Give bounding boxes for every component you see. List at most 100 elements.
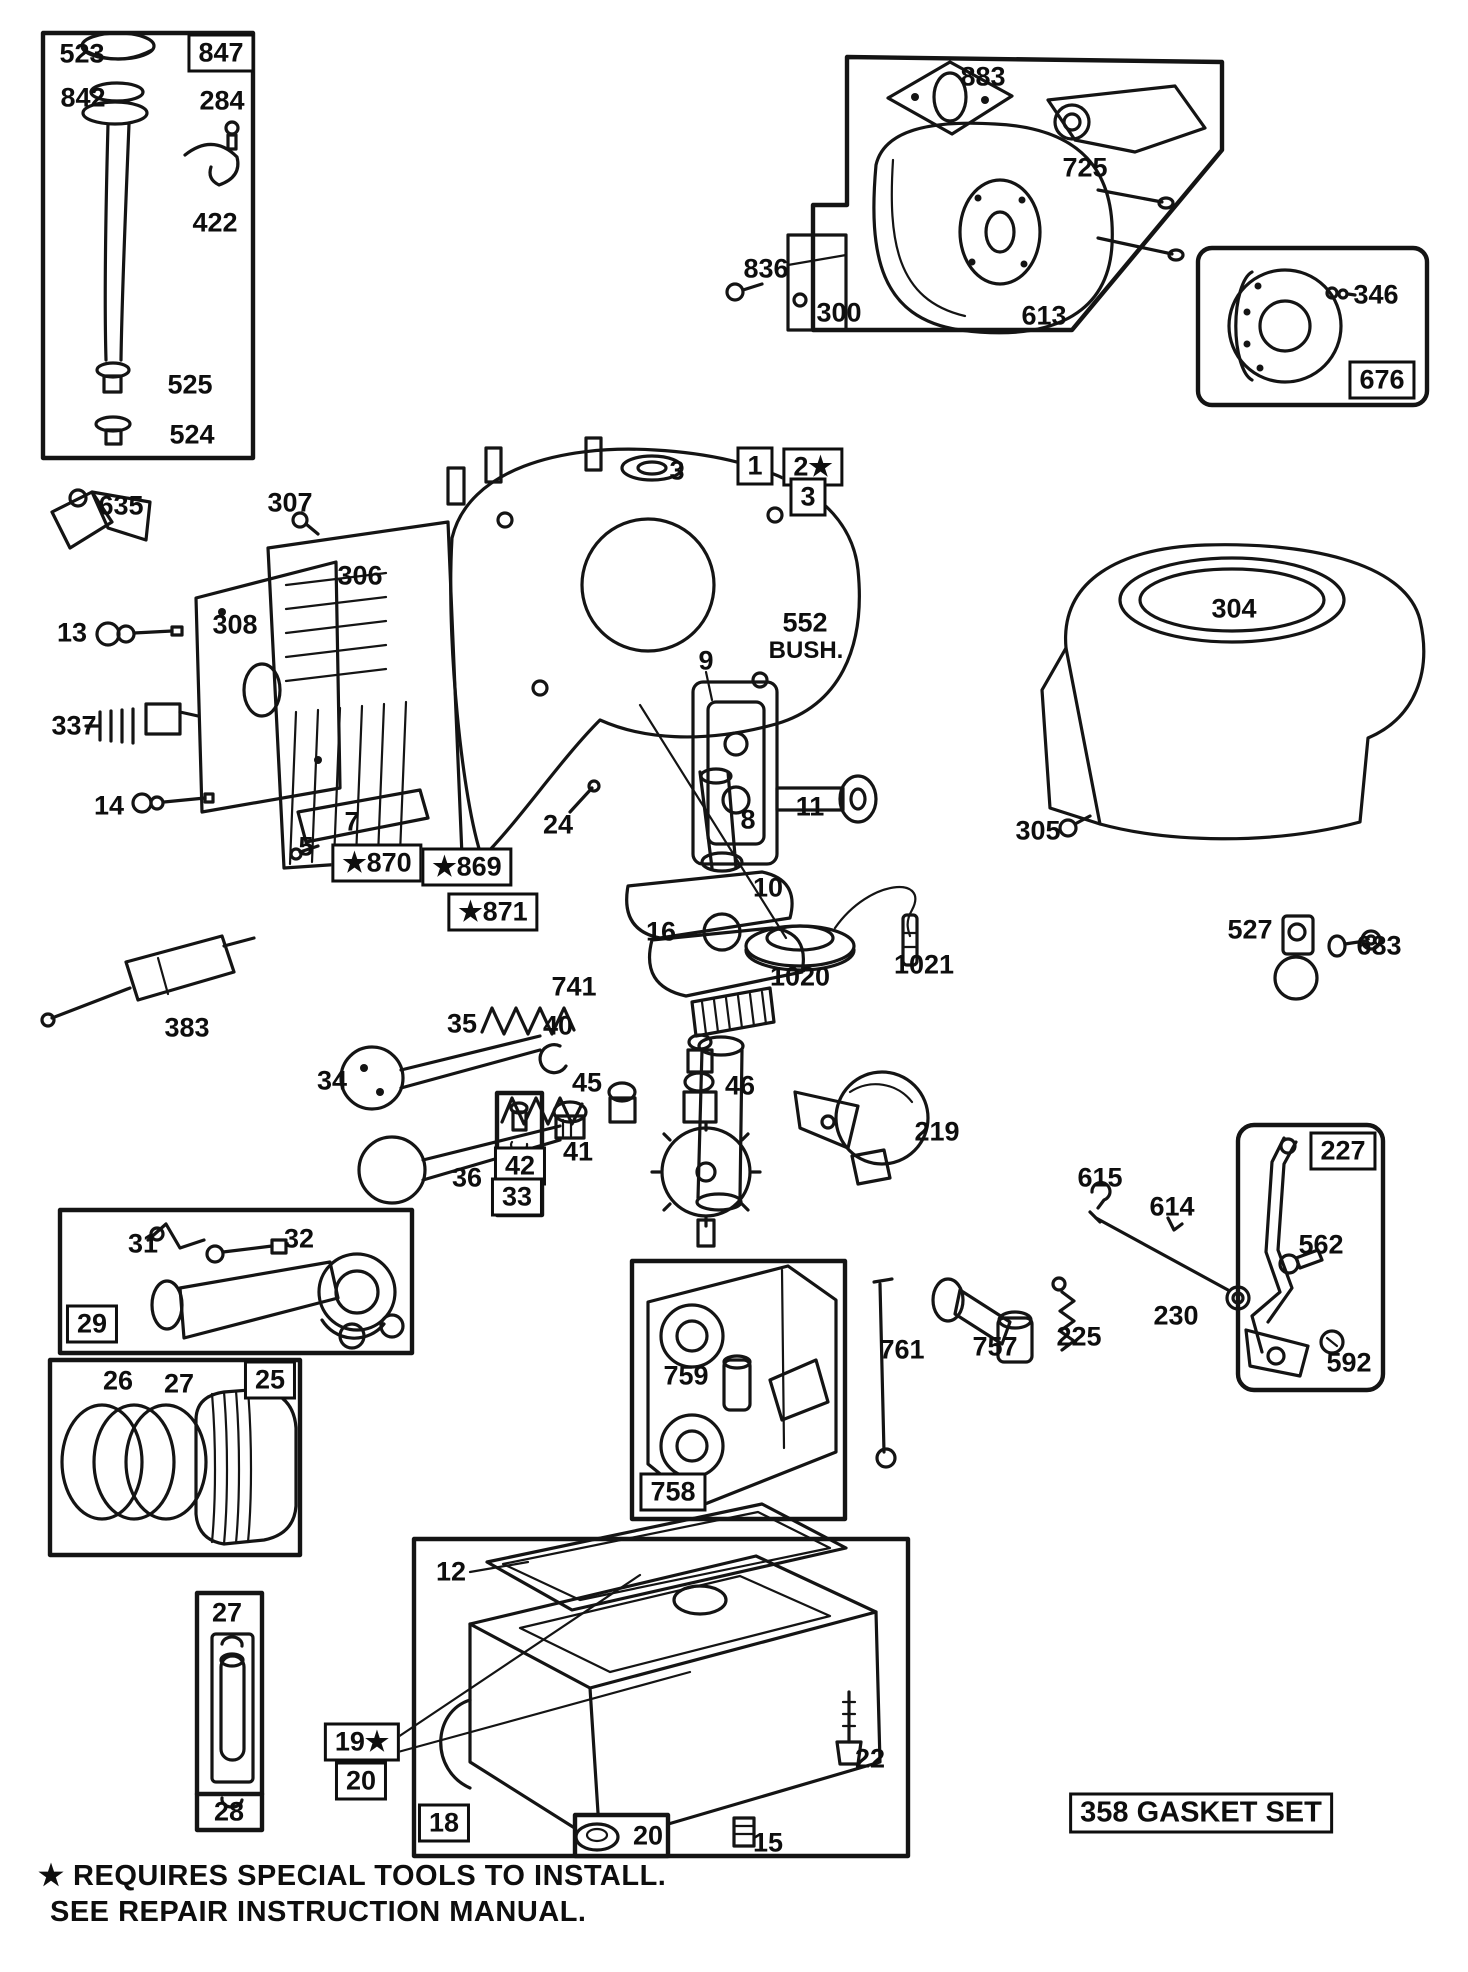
part-label-562-61: 562 [1298, 1229, 1344, 1260]
part-label-28-78: 28 [213, 1796, 245, 1827]
part-label-836-9: 836 [743, 253, 789, 284]
part-label-683-41: 683 [1356, 930, 1402, 961]
piston-sketch [60, 1387, 298, 1546]
part-label-676-13: 676 [1348, 360, 1416, 400]
part-label-22-76: 22 [854, 1743, 886, 1774]
part-label-10-37: 10 [752, 872, 784, 903]
link-group-box [629, 1258, 848, 1522]
footnote-line-1: ★ REQUIRES SPECIAL TOOLS TO INSTALL. [38, 1860, 667, 1892]
part-label-227-58: 227 [1309, 1131, 1377, 1171]
part-label-24-32: 24 [542, 809, 574, 840]
part-label-615-55: 615 [1077, 1162, 1123, 1193]
part-label-614-57: 614 [1149, 1191, 1195, 1222]
part-label-422-4: 422 [192, 207, 238, 238]
part-label-11-29: 11 [795, 791, 825, 822]
pin-group-box [194, 1590, 265, 1833]
part-label-26-69: 26 [102, 1365, 134, 1396]
part-label-15-81: 15 [752, 1827, 784, 1858]
muffler-sketch [725, 60, 1207, 335]
part-label-847-1: 847 [187, 33, 255, 73]
part-label-1021-42: 1021 [893, 949, 955, 980]
part-label-7-31: 7 [344, 806, 360, 837]
ring-and-housing-sketch [744, 543, 1426, 1001]
muffler-group-box [810, 54, 1225, 333]
part-label-8-30: 8 [740, 804, 756, 835]
part-label-BUSH-24: BUSH. [768, 637, 844, 664]
part-label-25-71: 25 [243, 1360, 297, 1400]
part-label-346-12: 346 [1353, 279, 1399, 310]
part-label-33-56: 33 [490, 1177, 544, 1217]
dipstick-sketch [80, 31, 240, 446]
part-label-18-79: 18 [417, 1803, 471, 1843]
part-label-883-7: 883 [960, 61, 1006, 92]
part-label-758-72: 758 [639, 1472, 707, 1512]
governor-link-sketch [646, 1264, 838, 1508]
part-label-225-64: 225 [1056, 1321, 1102, 1352]
part-label-14-28: 14 [93, 790, 125, 821]
part-label-13-22: 13 [56, 617, 88, 648]
part-label-761-66: 761 [879, 1334, 925, 1365]
part-label-523-0: 523 [59, 38, 105, 69]
part-label-613-11: 613 [1021, 300, 1067, 331]
part-label-32-59: 32 [283, 1223, 315, 1254]
part-label-725-8: 725 [1062, 152, 1108, 183]
part-label-1020-43: 1020 [769, 961, 831, 992]
part-label-19-75: 19★ [323, 1722, 401, 1762]
part-label-27-70: 27 [163, 1368, 195, 1399]
linkage-sketch [872, 1136, 1345, 1469]
part-label-869-36: ★869 [421, 847, 513, 887]
part-label-527-40: 527 [1227, 914, 1273, 945]
part-label-3-17: 3 [789, 477, 827, 517]
part-label-306-20: 306 [337, 560, 383, 591]
part-label-9-25: 9 [698, 645, 714, 676]
part-label-300-10: 300 [816, 297, 862, 328]
connecting-rod-sketch [146, 1222, 405, 1350]
clutch-sketch [1227, 268, 1357, 384]
part-label-16-39: 16 [645, 916, 677, 947]
part-label-759-68: 759 [663, 1360, 709, 1391]
part-label-358GASKETSET-82: 358 GASKET SET [1069, 1792, 1333, 1834]
part-label-635-18: 635 [98, 490, 144, 521]
part-label-308-21: 308 [212, 609, 258, 640]
part-label-383-47: 383 [164, 1012, 210, 1043]
dipstick-group-box [40, 30, 256, 461]
footnote-line-2: SEE REPAIR INSTRUCTION MANUAL. [50, 1896, 587, 1928]
part-label-31-60: 31 [127, 1228, 159, 1259]
part-label-741-44: 741 [551, 971, 597, 1002]
part-label-1-15: 1 [736, 446, 774, 486]
part-label-284-3: 284 [199, 85, 245, 116]
part-label-20-80: 20 [632, 1820, 664, 1851]
part-label-20-77: 20 [334, 1761, 388, 1801]
tool-sketch [40, 934, 256, 1028]
part-label-307-19: 307 [267, 487, 313, 518]
part-label-304-27: 304 [1211, 593, 1257, 624]
piston-group-box [47, 1357, 303, 1558]
part-label-36-54: 36 [451, 1162, 483, 1193]
part-label-337-26: 337 [51, 710, 97, 741]
part-label-305-34: 305 [1015, 815, 1061, 846]
part-label-34-48: 34 [316, 1065, 348, 1096]
part-label-27-74: 27 [211, 1597, 243, 1628]
part-label-46-50: 46 [724, 1070, 756, 1101]
part-label-12-73: 12 [435, 1556, 467, 1587]
part-label-3-14: 3 [669, 455, 685, 486]
part-label-45-49: 45 [571, 1067, 603, 1098]
part-label-870-35: ★870 [331, 843, 423, 883]
part-label-757-65: 757 [972, 1331, 1018, 1362]
valves-sketch [339, 1006, 584, 1205]
part-label-5-33: 5 [298, 831, 314, 862]
crankshaft-sketch [625, 703, 805, 1212]
part-label-219-51: 219 [914, 1116, 960, 1147]
part-label-525-5: 525 [167, 369, 213, 400]
rod-group-box [57, 1207, 415, 1356]
part-label-29-63: 29 [65, 1304, 119, 1344]
part-label-842-2: 842 [60, 82, 106, 113]
part-label-871-38: ★871 [447, 892, 539, 932]
part-label-592-67: 592 [1326, 1347, 1372, 1378]
part-label-35-45: 35 [446, 1008, 478, 1039]
part-label-552-23: 552 [782, 607, 828, 638]
lever-group-box [1235, 1122, 1386, 1393]
part-label-41-52: 41 [562, 1136, 594, 1167]
